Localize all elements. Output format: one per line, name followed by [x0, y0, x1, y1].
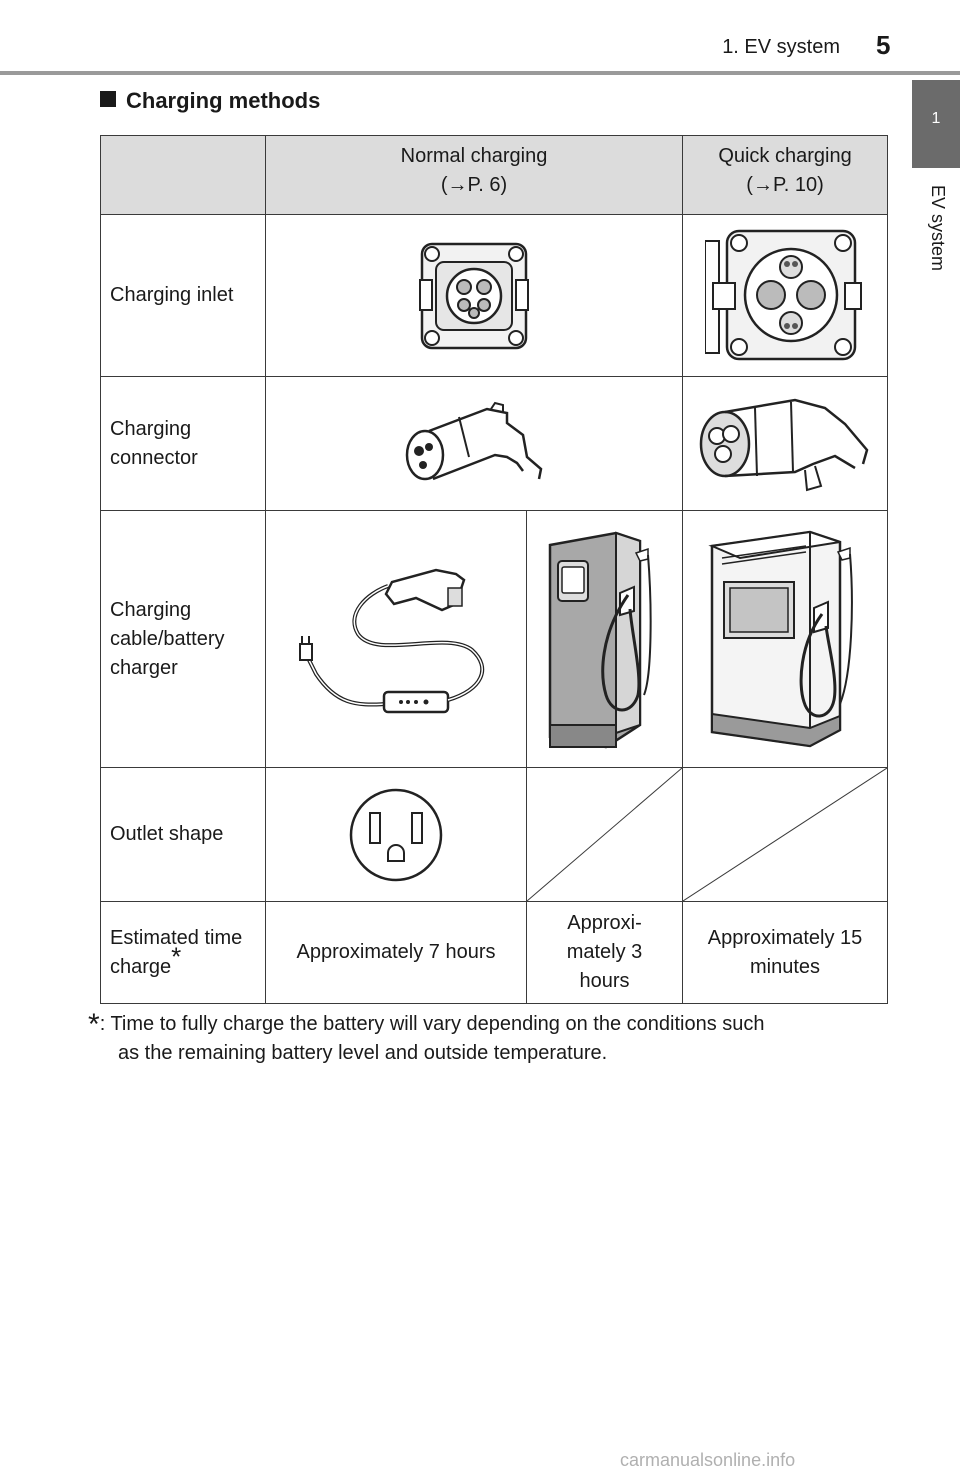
charging-cable-illustration — [299, 568, 485, 714]
table-row-inlet: Charging inlet — [100, 214, 889, 377]
quick-charging-station-illustration — [708, 530, 853, 748]
time-normal-station: Approxi- mately 3 hours — [525, 901, 684, 1004]
running-header: 1. EV system — [722, 36, 840, 58]
normal-station-cell — [525, 510, 684, 768]
quick-connector-cell — [682, 376, 889, 511]
footnote-marker[interactable]: * — [171, 940, 182, 971]
normal-cable-cell — [265, 510, 527, 768]
normal-outlet-cell — [265, 767, 527, 902]
diagonal-slash — [683, 768, 887, 901]
header-empty-cell — [100, 135, 266, 215]
table-row-cable: Charging cable/battery charger — [100, 510, 889, 768]
quick-inlet-cell — [682, 214, 889, 377]
outlet-shape-illustration — [349, 788, 443, 881]
section-title: Charging methods — [100, 88, 320, 114]
table-row-outlet: Outlet shape — [100, 767, 889, 902]
time-quick: Approximately 15 minutes — [682, 901, 889, 1004]
footnote-text-continued: as the remaining battery level and outsi… — [118, 1042, 608, 1064]
quick-charging-inlet-illustration — [705, 229, 863, 360]
header-quick-charging: Quick charging (→P. 10) — [682, 135, 889, 215]
header-normal-charging: Normal charging (→P. 6) — [264, 135, 684, 215]
table-row-connector: Charging connector — [100, 376, 889, 511]
header-divider — [0, 71, 960, 75]
quick-outlet-not-applicable — [682, 767, 889, 902]
normal-charging-station-illustration — [548, 531, 652, 749]
footnote-star: * — [88, 1008, 100, 1041]
chapter-number: 1 — [931, 110, 941, 127]
normal-charging-title: Normal charging — [400, 145, 548, 167]
row-label-time: Estimated time charge* — [100, 901, 266, 1004]
quick-charging-ref[interactable]: (→P. 10) — [746, 174, 824, 196]
quick-charging-title: Quick charging — [718, 145, 852, 167]
row-label-inlet: Charging inlet — [100, 214, 266, 377]
time-normal-cable: Approximately 7 hours — [265, 901, 527, 1004]
square-bullet-icon — [100, 91, 116, 107]
section-title-text: Charging methods — [126, 88, 321, 113]
chapter-label: EV system — [928, 185, 948, 272]
table-header-row: Normal charging (→P. 6) Quick charging (… — [100, 135, 889, 215]
footnote-text: : Time to fully charge the battery will … — [99, 1013, 765, 1035]
watermark: carmanualsonline.info — [620, 1450, 796, 1470]
normal-charging-inlet-illustration — [419, 242, 529, 349]
station-outlet-not-applicable — [525, 767, 684, 902]
quick-station-cell — [682, 510, 889, 768]
diagonal-slash — [527, 768, 682, 901]
charging-methods-table: Normal charging (→P. 6) Quick charging (… — [100, 135, 889, 1004]
row-label-cable: Charging cable/battery charger — [100, 510, 266, 768]
table-row-time: Estimated time charge* Approximately 7 h… — [100, 901, 889, 1004]
row-label-outlet: Outlet shape — [100, 767, 266, 902]
page-number: 5 — [876, 30, 891, 60]
normal-charging-ref[interactable]: (→P. 6) — [440, 174, 508, 196]
quick-charging-connector-illustration — [699, 398, 869, 491]
normal-charging-connector-illustration — [405, 401, 543, 480]
chapter-tab[interactable]: 1 — [912, 80, 960, 168]
normal-inlet-cell — [264, 214, 684, 377]
footnote: *: Time to fully charge the battery will… — [88, 1010, 883, 1068]
row-label-connector: Charging connector — [100, 376, 266, 511]
row-label-time-text: Estimated time charge — [110, 926, 243, 978]
normal-connector-cell — [264, 376, 684, 511]
